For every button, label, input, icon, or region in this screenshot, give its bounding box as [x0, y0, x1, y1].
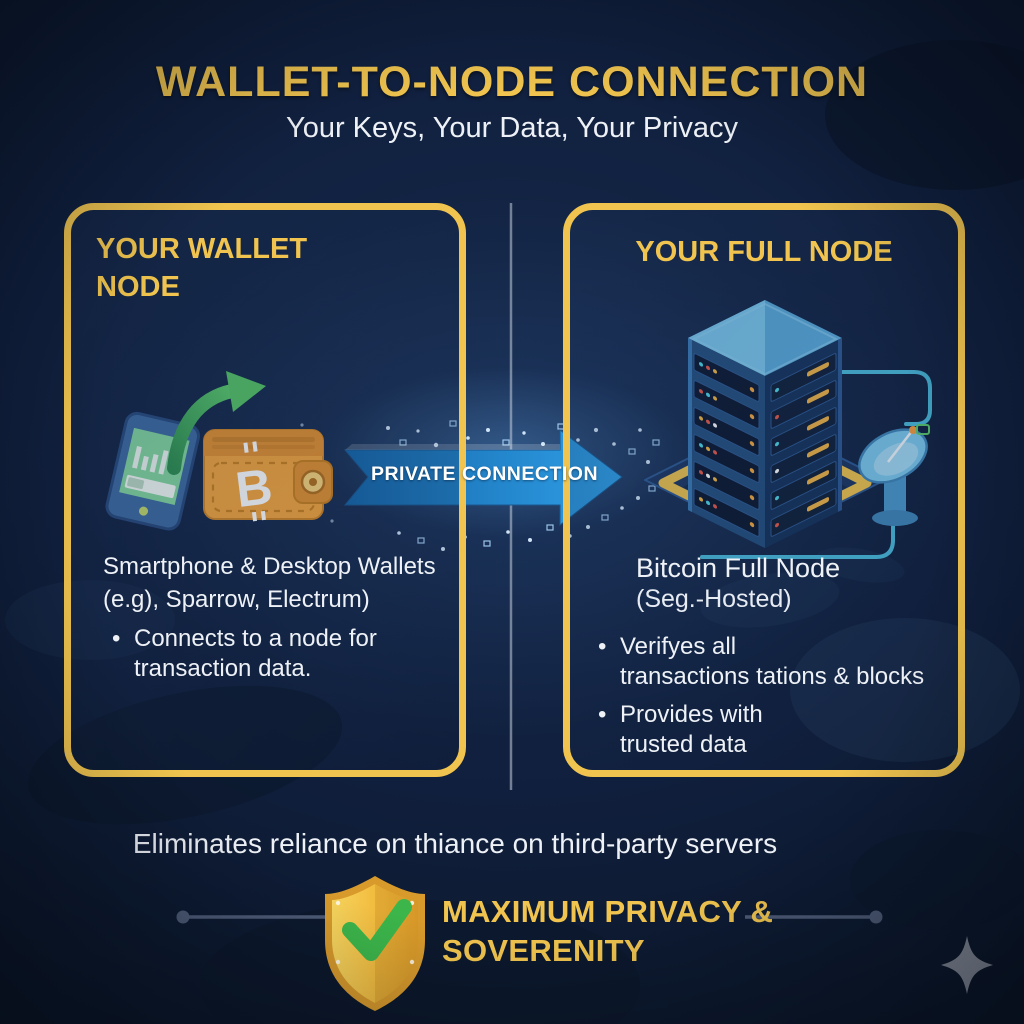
wallet-bullet-list: • Connects to a node for transaction dat…	[112, 624, 442, 692]
footer-connector-line	[176, 910, 883, 924]
bitcoin-wallet-icon: B	[203, 429, 333, 522]
bullet-dot: •	[112, 625, 121, 652]
bitcoin-symbol: B	[233, 458, 276, 518]
bullet-text: Provides with trusted data	[620, 701, 763, 758]
data-particles	[300, 420, 662, 551]
bullet-text: Connects to a node for transaction data.	[134, 625, 377, 682]
footer-tagline: Eliminates reliance on thiance on third-…	[132, 828, 778, 859]
page-title: WALLET-TO-NODE CONNECTION	[155, 58, 869, 106]
right-arrow-ribbon	[343, 428, 623, 527]
bullet-dot: •	[598, 701, 607, 728]
page-subtitle: Your Keys, Your Data, Your Privacy	[286, 112, 738, 144]
list-item: • Provides with trusted data	[598, 700, 943, 760]
network-cable	[700, 370, 932, 559]
smartphone-icon	[105, 411, 201, 531]
bullet-dot: •	[598, 633, 607, 660]
footer-badge-text: MAXIMUM PRIVACY & SOVERENITY	[442, 894, 774, 968]
bullet-text: Verifyes all transactions tations & bloc…	[620, 633, 925, 690]
full-node-caption-line2: (Seg.-Hosted)	[636, 585, 792, 613]
satellite-dish-icon	[858, 424, 930, 526]
list-item: • Connects to a node for transaction dat…	[112, 624, 442, 684]
shield-check-icon	[325, 876, 425, 1011]
private-connection-label: PRIVATE CONNECTION	[370, 463, 599, 485]
wallet-panel-heading: YOUR WALLET NODE	[96, 233, 308, 303]
list-item: • Verifyes all transactions tations & bl…	[598, 632, 943, 692]
world-map-texture	[5, 40, 1024, 1024]
full-node-panel-heading: YOUR FULL NODE	[635, 236, 893, 268]
curved-arrow-icon	[167, 371, 266, 475]
full-node-panel	[563, 203, 965, 777]
full-node-bullet-list: • Verifyes all transactions tations & bl…	[598, 632, 943, 768]
wallet-panel	[64, 203, 466, 777]
full-node-caption-line1: Bitcoin Full Node	[636, 553, 841, 583]
server-tower-icon	[688, 300, 842, 549]
wallet-caption: Smartphone & Desktop Wallets (e.g), Spar…	[103, 553, 436, 613]
sparkle-icon	[941, 936, 993, 994]
